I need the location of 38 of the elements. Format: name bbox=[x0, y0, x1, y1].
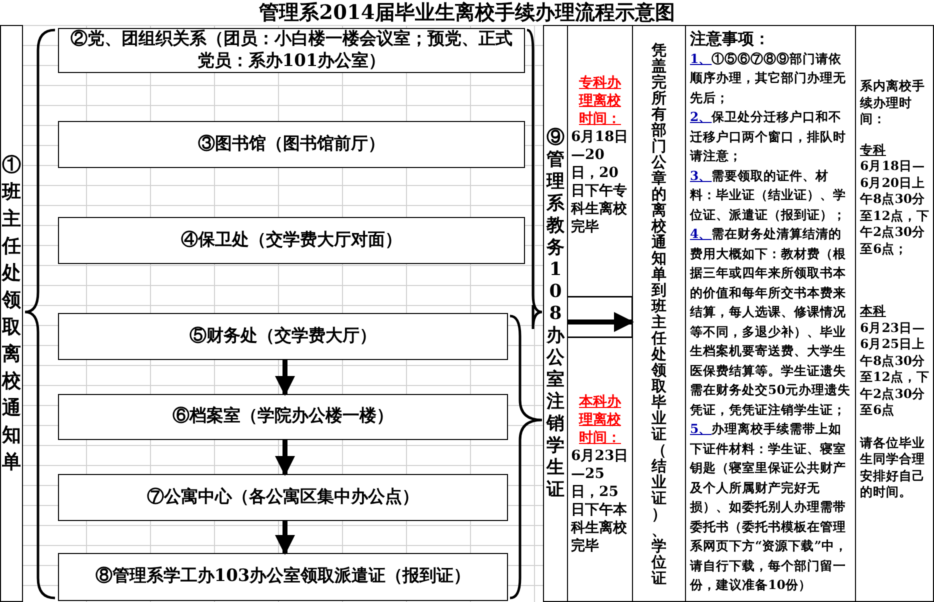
schedule-cell bbox=[855, 25, 934, 602]
process-box: ③图书馆（图书馆前厅） bbox=[58, 121, 525, 168]
schedule-text: 请各位毕业生同学合理安排好自己的时间。 bbox=[860, 434, 926, 500]
arrow bbox=[275, 360, 295, 396]
notes-cell bbox=[685, 25, 856, 602]
vertical-text: ①班主任处领取离校通知单 bbox=[2, 152, 21, 474]
vertical-text: ⑨管理系教务108办公室注销学生证 bbox=[546, 126, 564, 500]
schedule-text: 6月18日—6月20日上午8点30分至12点，下午2点30分至6点； bbox=[860, 158, 930, 257]
process-box: ⑤财务处（交学费大厅） bbox=[58, 313, 508, 360]
title: 管理系2014届毕业生离校手续办理流程示意图 bbox=[258, 0, 676, 25]
time-text: 6月18日—20日，20日下午专科生离校完毕 bbox=[571, 128, 629, 236]
process-box: ②党、团组织关系（团员：小白楼一楼会议室；预党、正式党员：系办101办公室） bbox=[58, 28, 525, 73]
time-cell bbox=[567, 25, 633, 297]
heading: 注意事项： bbox=[690, 29, 771, 48]
heading: 本科办理离校时间： bbox=[578, 393, 622, 447]
column-cell bbox=[0, 25, 23, 602]
vertical-text: 凭盖完所有部门公章的离校通知单到班主任处领取毕业证（结业证）、学位证 bbox=[652, 42, 666, 586]
time-text: 6月23日—25日，25日下午本科生离校完毕 bbox=[571, 447, 629, 555]
note-text: 5、办理离校手续需带上如下证件材料：学生证、寝室钥匙（寝室里保证公共财产及个人所属财产完好无损）、如委托别人办理需带委托书（委托书模板在管理系网页下方“资源下载”中，请自行下载，每个部门留一份，建议准备10份） bbox=[690, 420, 848, 594]
column-cell bbox=[632, 25, 686, 602]
arrow bbox=[568, 312, 634, 332]
arrow bbox=[275, 440, 295, 476]
note-text: 1、①⑤⑥⑦⑧⑨部门请依顺序办理，其它部门办理无先后； bbox=[690, 50, 847, 106]
subheading: 本科 bbox=[860, 303, 887, 320]
note-text: 2、保卫处分迁移户口和不迁移户口两个窗口，排队时请注意； bbox=[690, 108, 847, 165]
process-box: ⑥档案室（学院办公楼一楼） bbox=[58, 394, 508, 440]
subheading: 专科 bbox=[860, 142, 887, 158]
heading: 专科办理离校时间： bbox=[578, 74, 622, 128]
schedule-text: 系内离校手续办理时间： bbox=[860, 78, 926, 128]
process-box: ④保卫处（交学费大厅对面） bbox=[58, 217, 525, 264]
arrow bbox=[275, 521, 295, 555]
time-cell bbox=[567, 337, 633, 602]
note-text: 4、需在财务处清算结清的费用大概如下：教材费（根据三年或四年来所领取书本的价值和每年所交书本费来结算，每人选课、修课情况等不同，多退少补）、毕业生档案机要寄送费、大学生医保费结算等。学生证遗失需在财务处交50元办理遗失凭证，凭凭证注销学生证； bbox=[690, 225, 851, 418]
process-box: ⑦公寓中心（各公寓区集中办公点） bbox=[58, 474, 508, 521]
note-text: 3、需要领取的证件、材料：毕业证（结业证）、学位证、派遣证（报到证）； bbox=[690, 166, 847, 224]
column-cell bbox=[543, 25, 568, 602]
process-box: ⑧管理系学工办103办公室领取派遣证（报到证） bbox=[58, 553, 508, 601]
schedule-text: 6月23日—6月25日上午8点30分至12点，下午2点30分至6点 bbox=[860, 320, 930, 418]
